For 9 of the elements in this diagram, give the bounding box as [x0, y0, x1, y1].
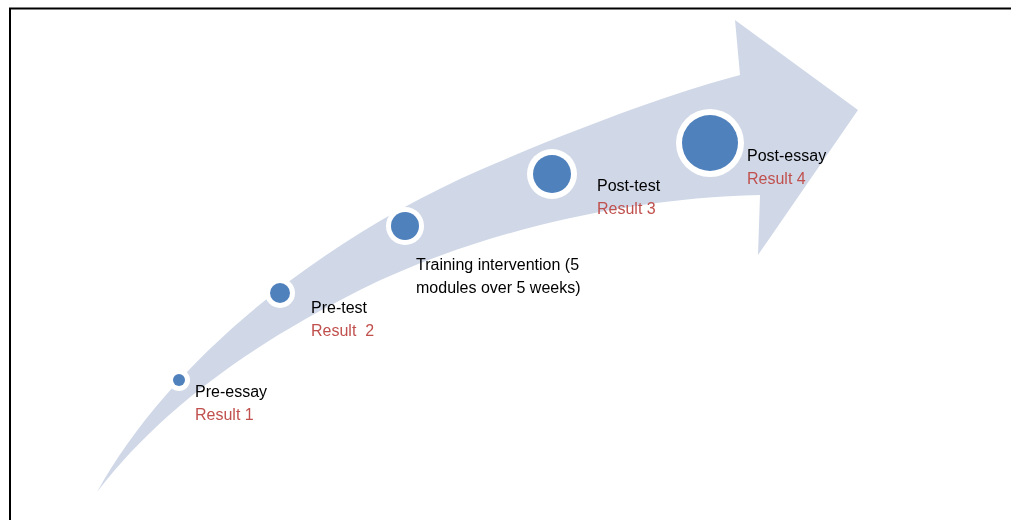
milestone-label: Post-test [597, 176, 661, 196]
milestone-label: Pre-essay [195, 382, 268, 402]
result-label: Result 3 [597, 199, 656, 219]
result-label: Result 4 [747, 169, 806, 189]
result-label: Result 2 [311, 321, 375, 341]
milestone-label: Pre-test [311, 298, 367, 318]
milestone-label: Training intervention (5 modules over 5 weeks) [416, 255, 582, 298]
result-label: Result 1 [195, 405, 254, 425]
milestone-label: Post-essay [747, 146, 827, 166]
